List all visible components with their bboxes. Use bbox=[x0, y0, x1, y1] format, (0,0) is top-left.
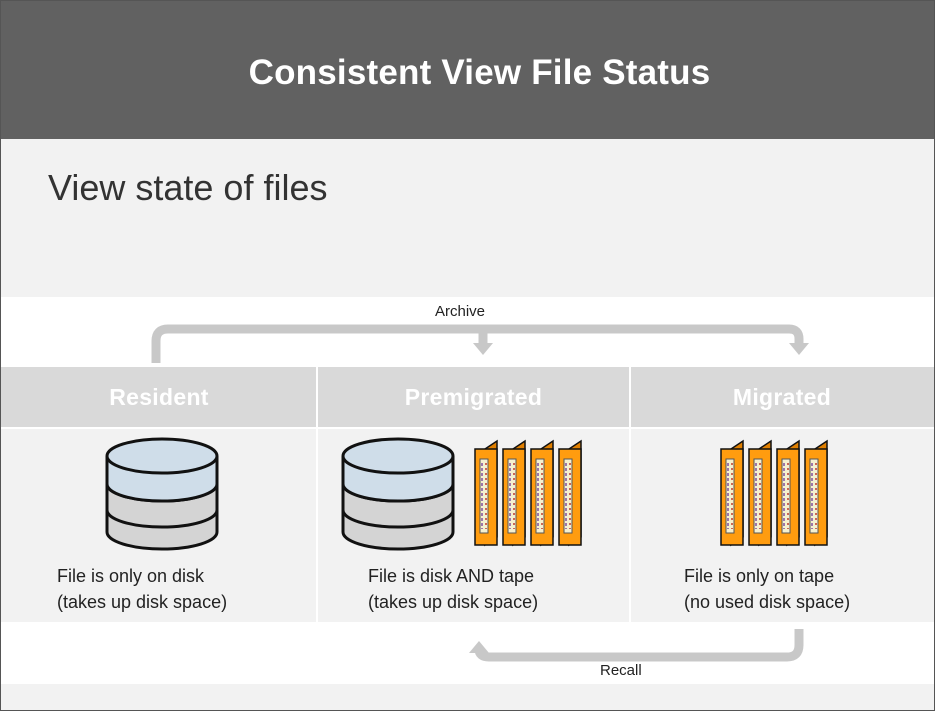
caption-line: (takes up disk space) bbox=[368, 592, 539, 612]
caption-line: (no used disk space) bbox=[684, 592, 851, 612]
tape-cartridges-icon bbox=[474, 439, 582, 547]
slide-header: Consistent View File Status bbox=[1, 1, 934, 139]
row-divider bbox=[1, 427, 934, 429]
state-header-premigrated: Premigrated bbox=[404, 383, 543, 410]
caption-line: File is only on disk bbox=[57, 566, 205, 586]
slide-subtitle: View state of files bbox=[48, 167, 328, 208]
state-header-resident: Resident bbox=[109, 383, 209, 410]
disk-icon bbox=[341, 437, 455, 551]
column-divider bbox=[316, 367, 318, 622]
archive-label: Archive bbox=[435, 303, 486, 320]
caption-line: File is disk AND tape bbox=[368, 566, 535, 586]
slide-title: Consistent View File Status bbox=[248, 53, 711, 92]
archive-arrow bbox=[151, 324, 809, 363]
disk-icon bbox=[105, 437, 219, 551]
recall-label: Recall bbox=[600, 662, 642, 679]
state-header-migrated: Migrated bbox=[732, 383, 832, 410]
caption-line: File is only on tape bbox=[684, 566, 835, 586]
column-divider bbox=[629, 367, 631, 622]
migrated-caption: File is only on tape (no used disk space… bbox=[684, 563, 850, 615]
resident-caption: File is only on disk (takes up disk spac… bbox=[57, 563, 227, 615]
tape-cartridges-icon bbox=[720, 439, 828, 547]
caption-line: (takes up disk space) bbox=[57, 592, 228, 612]
premigrated-caption: File is disk AND tape (takes up disk spa… bbox=[368, 563, 538, 615]
state-header-row: Resident Premigrated Migrated bbox=[1, 367, 934, 427]
recall-arrow bbox=[469, 629, 804, 662]
